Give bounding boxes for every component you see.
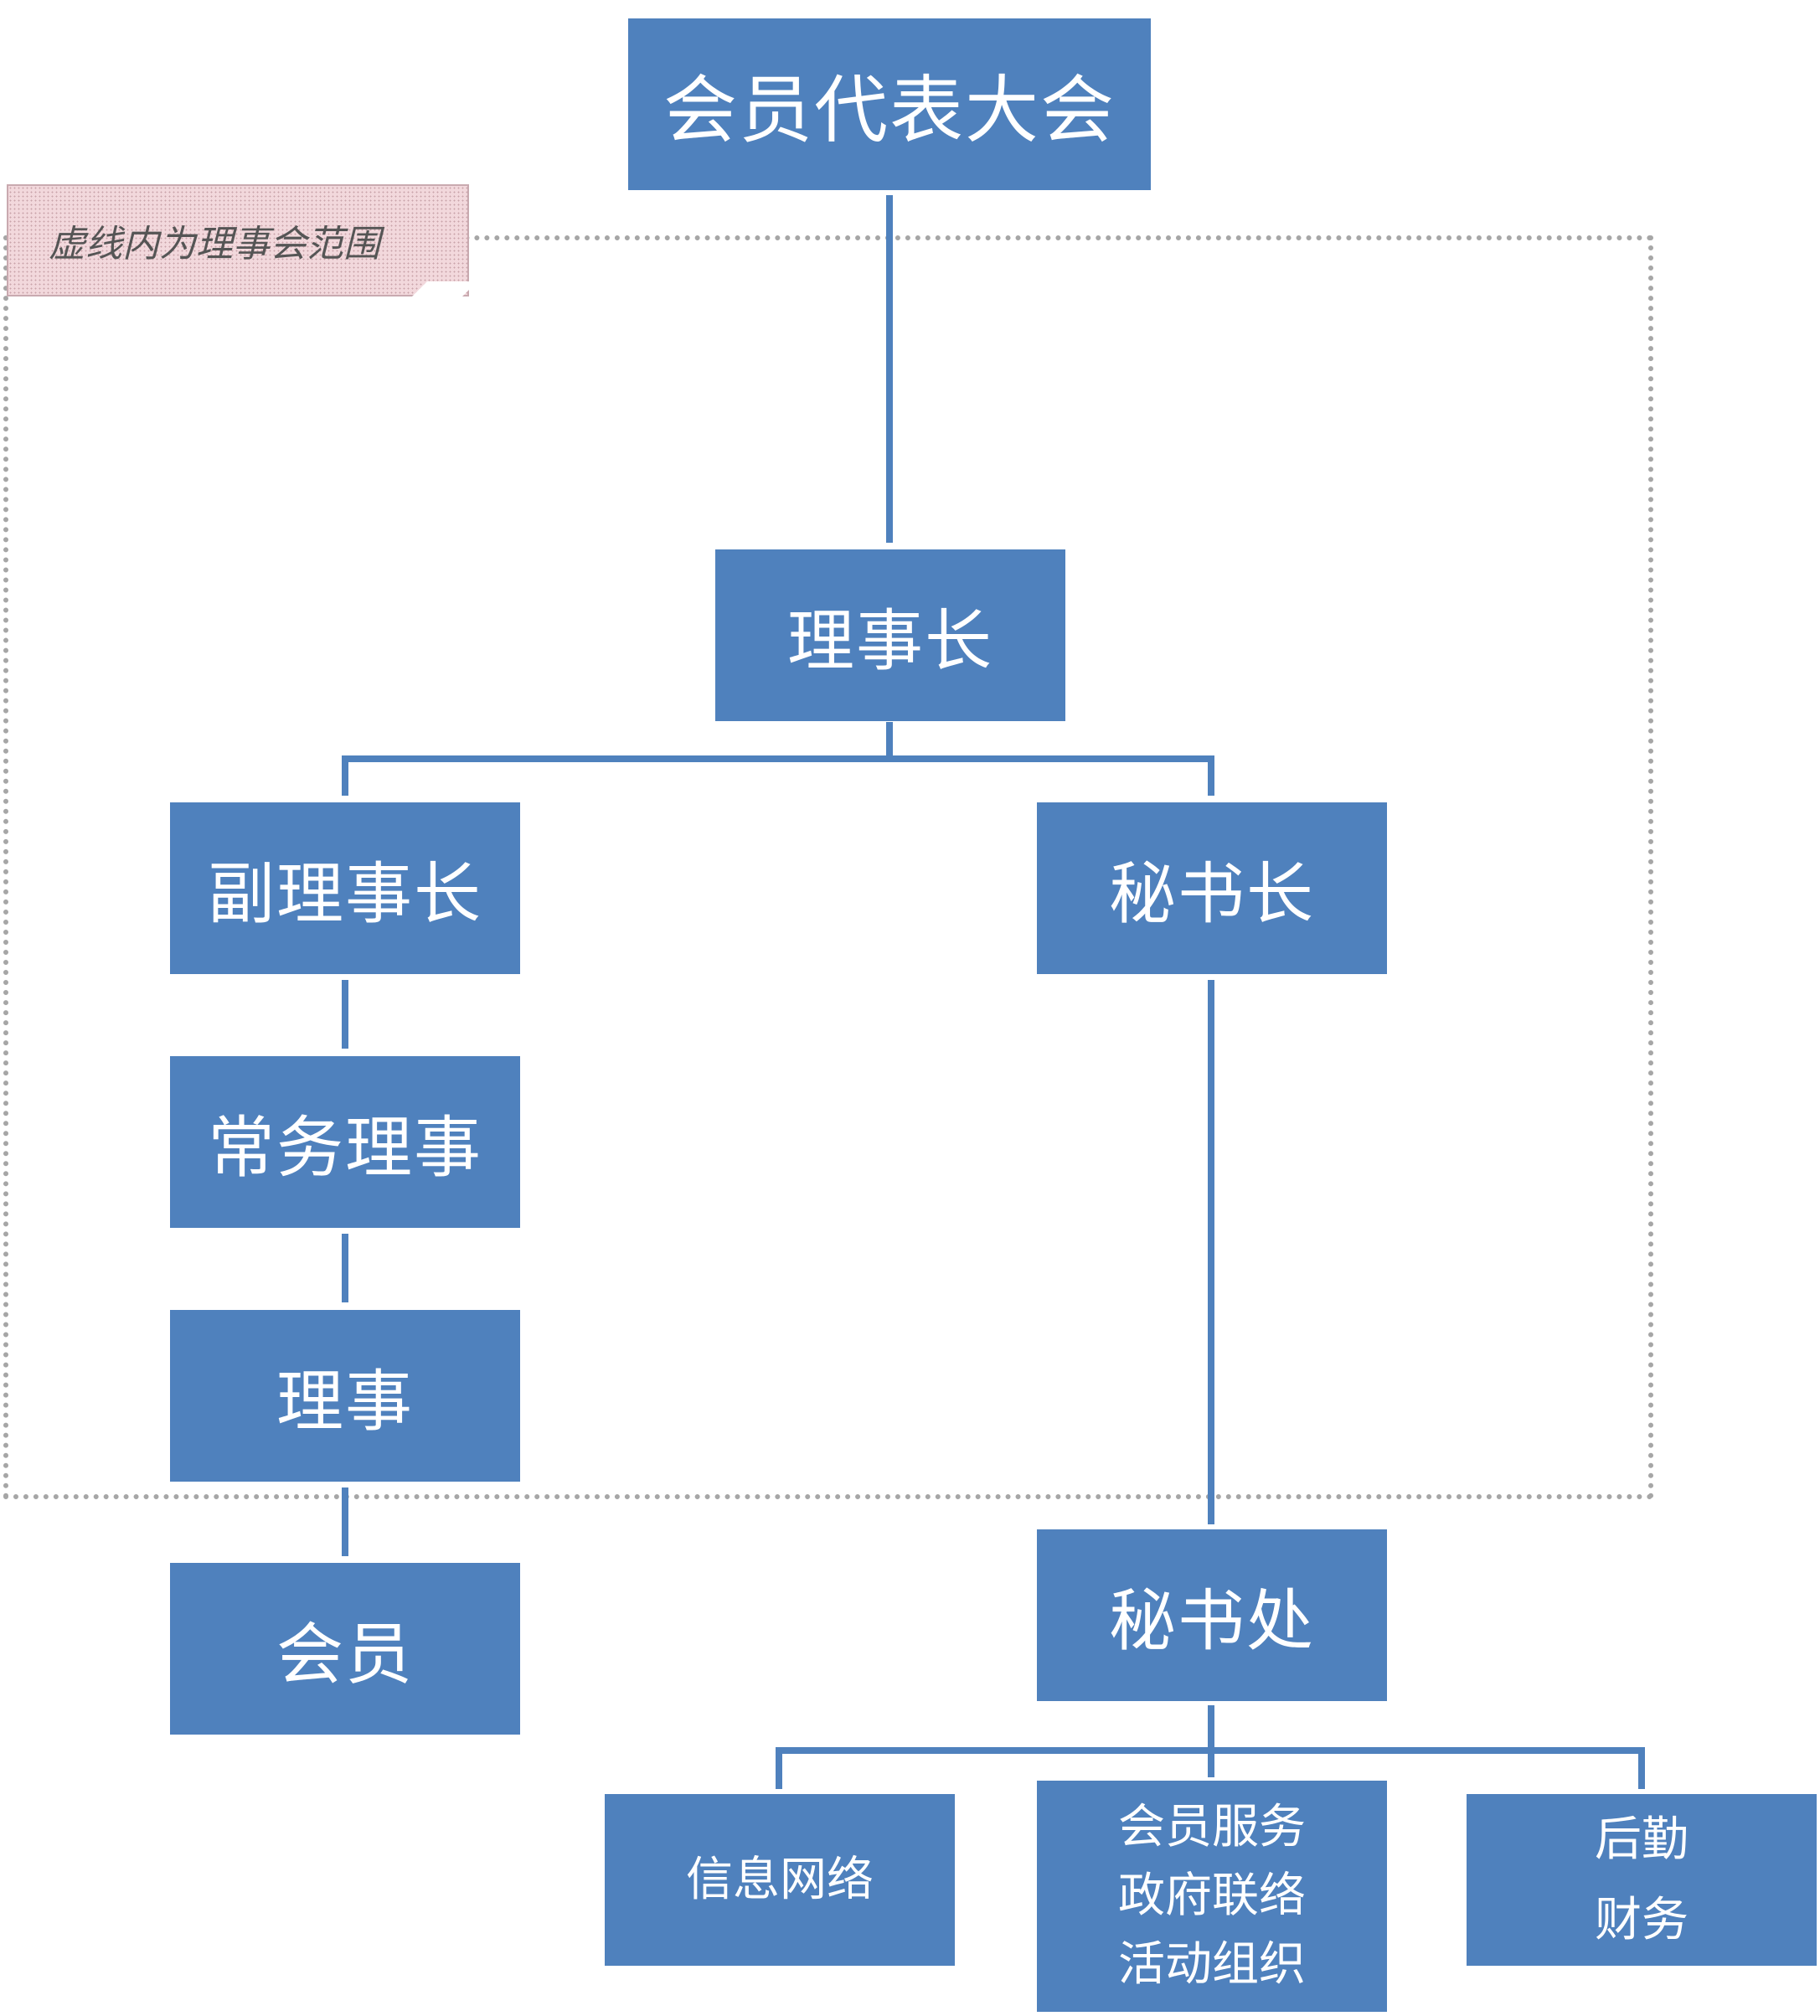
general-assembly-label: 会员代表大会 bbox=[663, 67, 1116, 153]
general-assembly-box: 会员代表大会 bbox=[628, 18, 1151, 190]
connector-branch-left bbox=[342, 755, 348, 796]
connector-secretariat-down bbox=[1208, 1705, 1214, 1754]
connector-branch-right bbox=[1208, 755, 1214, 796]
secretary-general-box: 秘书长 bbox=[1037, 802, 1387, 974]
connector-dept-center bbox=[1208, 1747, 1214, 1777]
connector-executive-director bbox=[342, 1234, 348, 1302]
secretariat-box: 秘书处 bbox=[1037, 1529, 1387, 1701]
chairman-box: 理事长 bbox=[715, 549, 1065, 721]
logistics-line-2: 财务 bbox=[1595, 1892, 1689, 1947]
vice-chairman-box: 副理事长 bbox=[170, 802, 520, 974]
executive-director-label: 常务理事 bbox=[208, 1108, 482, 1187]
member-label: 会员 bbox=[276, 1615, 414, 1694]
logistics-finance-box: 后勤 财务 bbox=[1467, 1794, 1817, 1966]
connector-chairman-down bbox=[886, 722, 893, 761]
board-scope-note-text: 虚线内为理事会范围 bbox=[49, 223, 380, 266]
chairman-label: 理事长 bbox=[787, 601, 993, 680]
services-line-2: 政府联络 bbox=[1118, 1869, 1306, 1923]
vice-chairman-label: 副理事长 bbox=[208, 854, 482, 933]
connector-assembly-chairman bbox=[886, 195, 893, 543]
connector-secgen-secretariat bbox=[1208, 980, 1214, 1524]
member-services-box: 会员服务 政府联络 活动组织 bbox=[1037, 1781, 1387, 2012]
board-scope-frame bbox=[3, 235, 1653, 1499]
info-network-box: 信息网络 bbox=[605, 1794, 955, 1966]
executive-director-box: 常务理事 bbox=[170, 1056, 520, 1228]
secretariat-label: 秘书处 bbox=[1109, 1581, 1315, 1660]
services-line-1: 会员服务 bbox=[1118, 1800, 1306, 1854]
connector-director-member bbox=[342, 1488, 348, 1556]
board-scope-note: 虚线内为理事会范围 bbox=[7, 184, 469, 296]
secretary-general-label: 秘书长 bbox=[1109, 854, 1315, 933]
connector-vice-executive bbox=[342, 980, 348, 1049]
director-box: 理事 bbox=[170, 1310, 520, 1482]
logistics-line-1: 后勤 bbox=[1595, 1812, 1689, 1867]
connector-dept-left bbox=[776, 1747, 782, 1789]
director-label: 理事 bbox=[276, 1362, 414, 1441]
info-network-label: 信息网络 bbox=[686, 1852, 874, 1907]
member-box: 会员 bbox=[170, 1563, 520, 1735]
connector-dept-right bbox=[1638, 1747, 1645, 1789]
connector-branch-horizontal bbox=[342, 755, 1214, 762]
services-line-3: 活动组织 bbox=[1118, 1937, 1306, 1992]
